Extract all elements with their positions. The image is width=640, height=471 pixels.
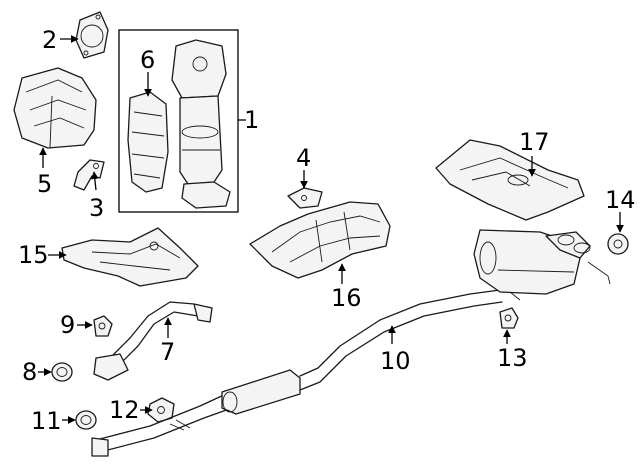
gasket-part-11[interactable] [75,410,97,430]
heat-shield-part-15[interactable] [61,227,199,287]
callout-8: 8 [22,358,37,386]
front-pipe-part-7[interactable] [93,301,213,381]
bracket-part-4[interactable] [287,187,323,209]
center-pipe-part-10[interactable] [91,289,503,457]
callout-1: 1 [244,106,259,134]
callout-3: 3 [89,194,104,222]
hanger-rubber-part-13[interactable] [499,307,519,329]
heat-shield-part-16[interactable] [249,201,391,279]
callout-2: 2 [42,26,57,54]
heat-shield-part-5[interactable] [13,67,97,149]
gasket-part-2[interactable] [75,11,109,59]
callout-9: 9 [60,311,75,339]
bracket-part-3[interactable] [73,159,105,191]
callout-numbers: 1 2 3 4 5 6 7 8 9 10 11 12 13 14 15 16 1… [18,26,636,435]
muffler-assembly[interactable] [473,229,611,301]
callout-13: 13 [497,344,528,372]
callout-7: 7 [160,338,175,366]
converter-shield-part-6[interactable] [127,91,169,193]
callout-17: 17 [519,128,550,156]
callout-11: 11 [31,407,62,435]
callout-6: 6 [140,46,155,74]
callout-14: 14 [605,186,636,214]
callout-16: 16 [331,284,362,312]
callout-15: 15 [18,241,49,269]
hanger-rubber-part-12[interactable] [147,397,175,423]
grommet-part-14[interactable] [607,233,629,255]
callout-5: 5 [37,170,52,198]
callout-10: 10 [380,347,411,375]
leader-lines [38,35,624,424]
callout-4: 4 [296,144,311,172]
callout-12: 12 [109,396,140,424]
gasket-part-8[interactable] [51,362,73,382]
floor-heat-shield-part-17[interactable] [435,139,585,221]
catalytic-converter-part-1[interactable] [171,39,231,209]
catalytic-converter-group-box [118,29,239,213]
hanger-rubber-part-9[interactable] [93,315,113,337]
